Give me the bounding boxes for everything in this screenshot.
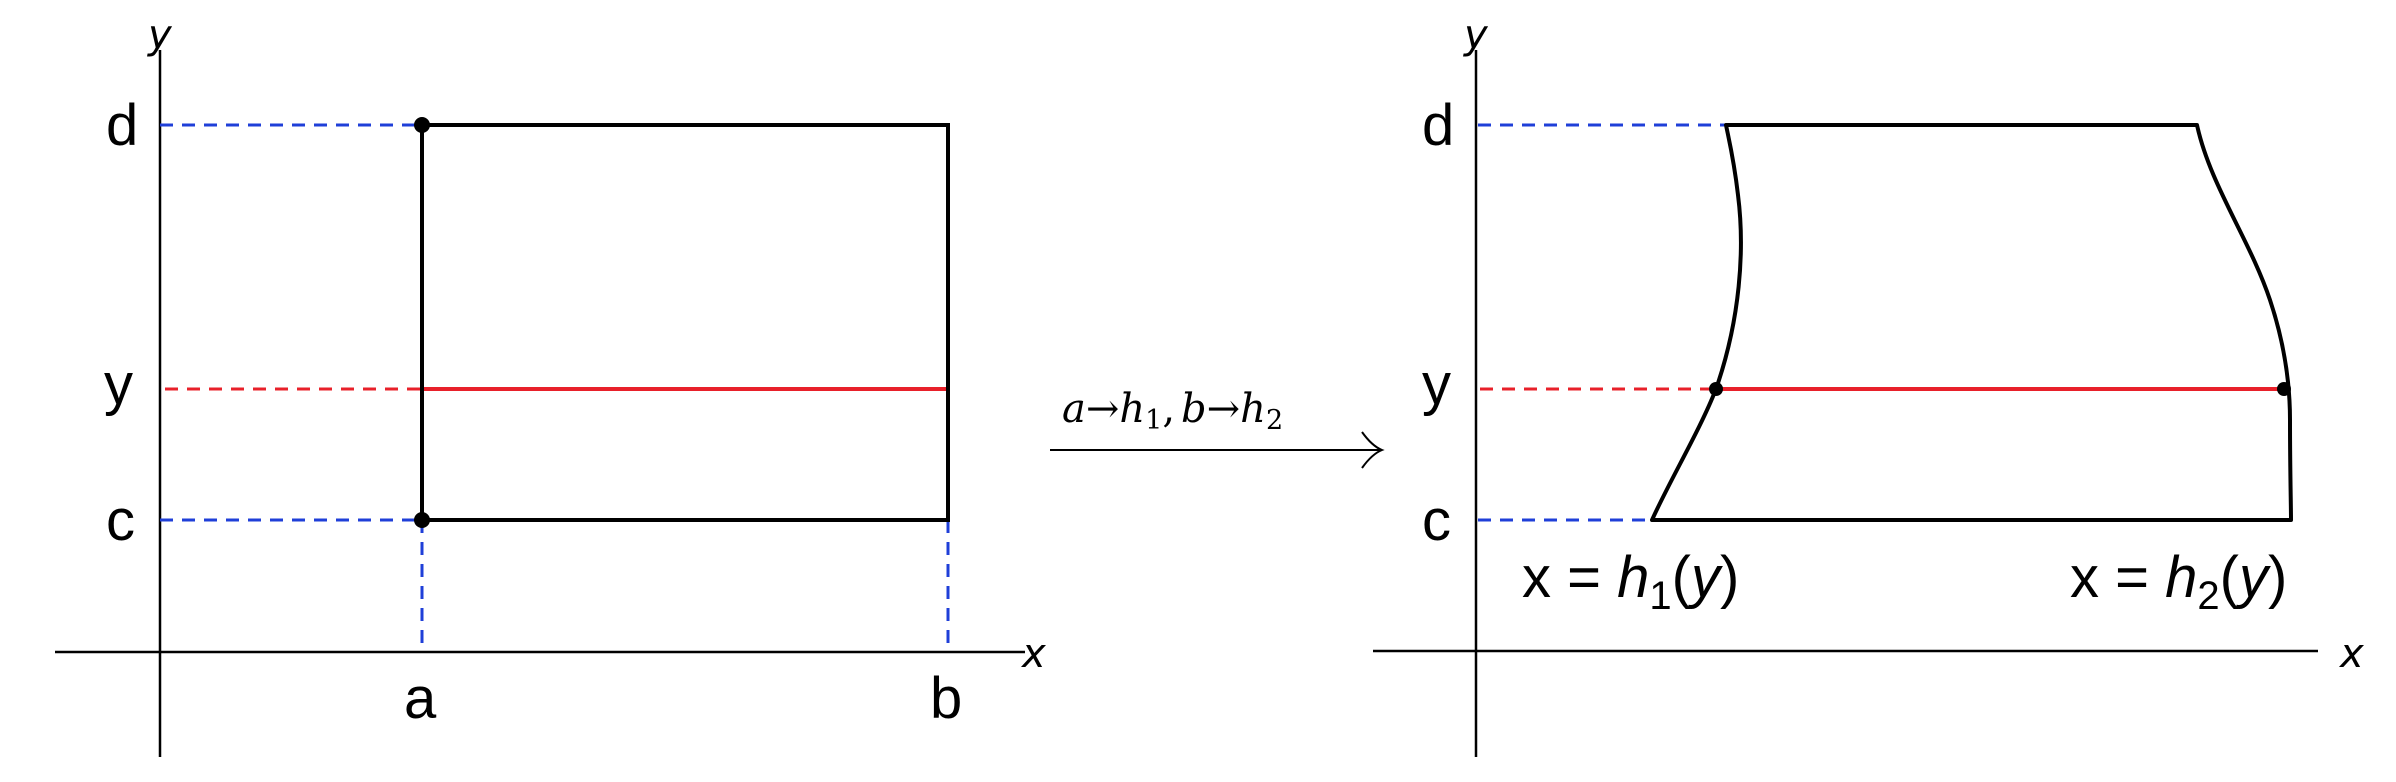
- left-label-b: b: [930, 666, 962, 731]
- right-point-h2-y: [2277, 382, 2291, 396]
- right-label-y: y: [1422, 352, 1451, 417]
- mapping-label: a→h1,b→h2: [1062, 386, 1283, 436]
- left-label-c: c: [106, 488, 135, 553]
- left-label-y: y: [104, 352, 133, 417]
- h1-curve-label: x = h1(y): [1522, 545, 1739, 618]
- right-region-boundary: [1650, 123, 2293, 522]
- mapping-arrow-head: [1361, 431, 1385, 469]
- mapping-arrow: a→h1,b→h2: [1050, 386, 1385, 469]
- h2-curve-label: x = h2(y): [2070, 545, 2287, 618]
- right-y-axis-label: y: [1463, 12, 1489, 58]
- right-label-c: c: [1422, 488, 1451, 553]
- left-label-d: d: [106, 93, 138, 158]
- left-y-axis-label: y: [147, 12, 173, 58]
- left-point-a-c: [414, 512, 430, 528]
- left-label-a: a: [404, 666, 437, 731]
- right-x-axis-label: x: [2338, 631, 2364, 677]
- left-panel: x y d y c a b: [55, 12, 1046, 757]
- right-point-h1-y: [1709, 382, 1723, 396]
- right-label-d: d: [1422, 93, 1454, 158]
- left-region-boundary: [420, 123, 950, 522]
- left-point-a-d: [414, 117, 430, 133]
- left-x-axis-label: x: [1020, 631, 1046, 677]
- right-panel: x y d y c x = h1(y) x = h2(y): [1373, 12, 2364, 757]
